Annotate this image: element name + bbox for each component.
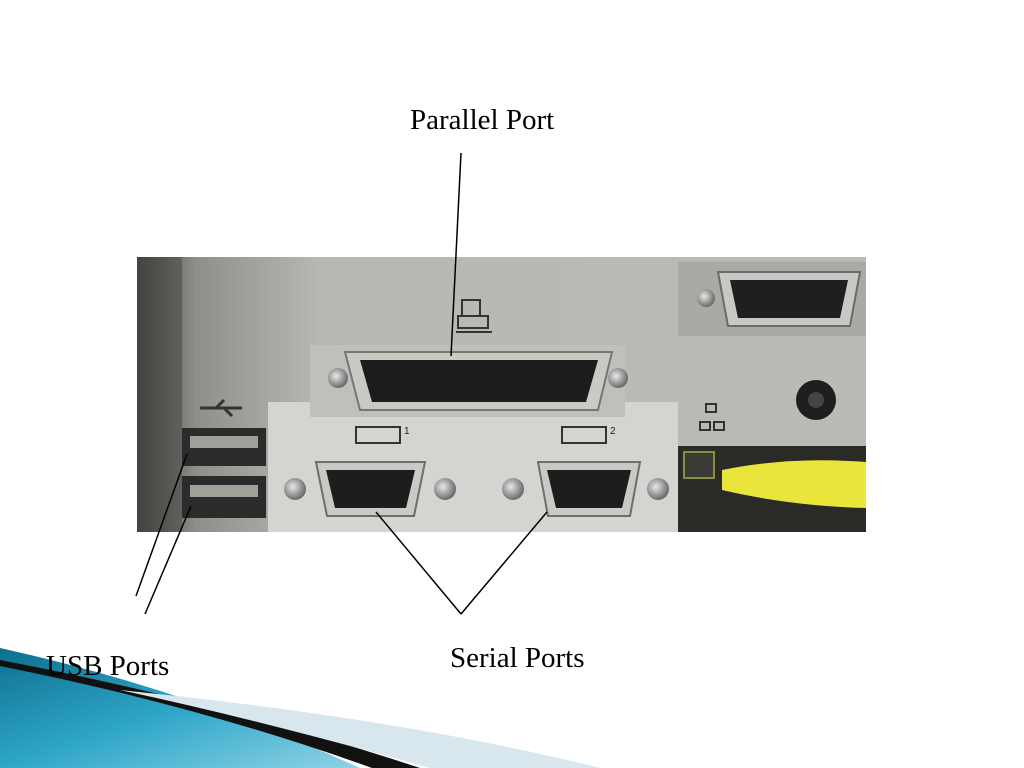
leader-lines [135,152,548,615]
usb-ports-label: USB Ports [46,650,170,682]
parallel-port-connector [310,345,628,417]
vga-connector [678,262,866,336]
network-icon [699,403,725,431]
serial-port-2-leader [460,511,548,615]
usb-icon [200,398,242,418]
usb-port-1-leader [135,453,188,597]
serial-ports-label: Serial Ports [450,642,585,674]
network-cable [678,446,866,532]
parallel-port-label: Parallel Port [410,104,555,136]
serial-port-2 [502,426,669,517]
slide-swoosh-decoration [0,648,600,768]
serial-port-1 [284,426,456,517]
usb-port-connectors [182,428,266,518]
port-panel-photo [137,257,866,532]
usb-port-2-leader [144,505,192,615]
parallel-port-leader [450,152,462,357]
serial-port-1-leader [375,511,462,615]
audio-jack [796,380,836,420]
printer-icon [456,299,492,333]
